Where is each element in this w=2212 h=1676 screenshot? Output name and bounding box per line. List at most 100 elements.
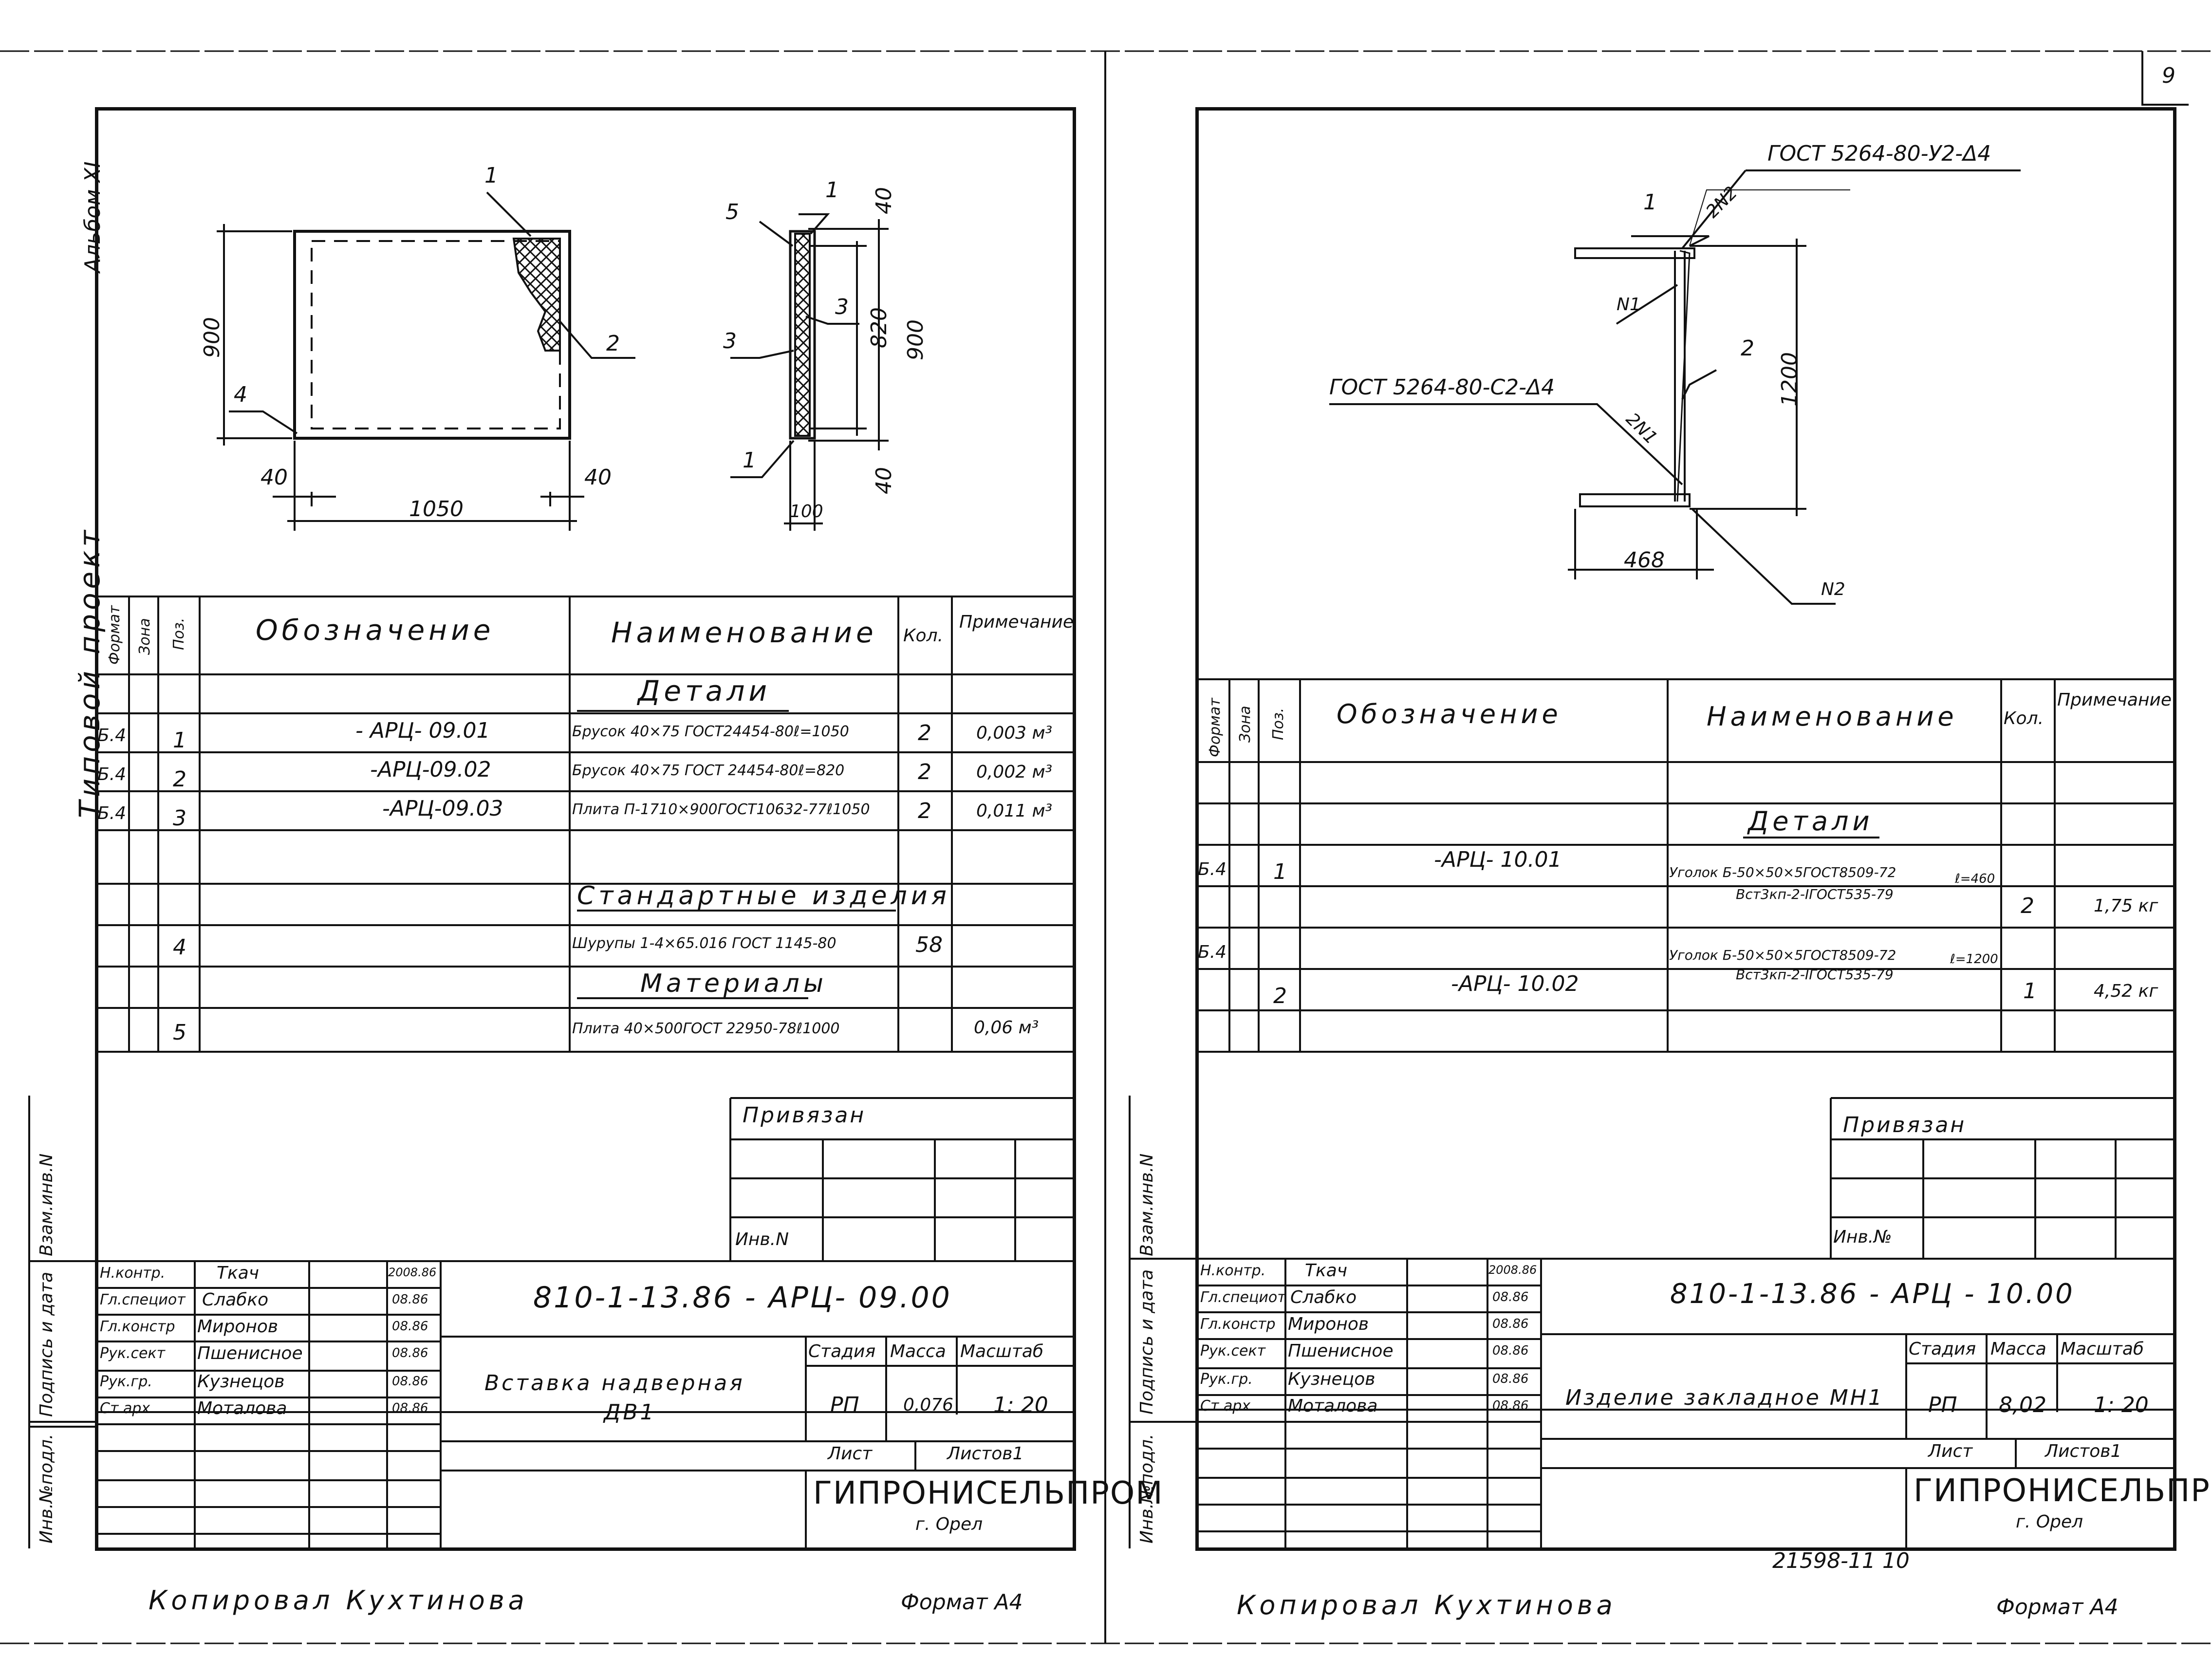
left-r1-designation: - АРЦ- 09.01 [355, 718, 490, 743]
right-callout-2: 2 [1741, 336, 1754, 361]
right-city: г. Орел [2016, 1512, 2083, 1532]
right-name-2: Слабко [1290, 1287, 1357, 1307]
left-stamp-lines [28, 1096, 1074, 1548]
right-side-inv-podl: Инв.№подл. [1137, 1434, 1157, 1544]
right-h-designation: Обозначение [1337, 699, 1562, 729]
right-date-1: 2008.86 [1488, 1263, 1537, 1277]
left-h-zone: Зона [136, 618, 153, 655]
right-role-2: Гл.специот [1200, 1289, 1286, 1306]
right-r1-pos: 1 [1273, 859, 1287, 884]
right-privyazan: Привязан [1843, 1113, 1967, 1137]
left-h-note: Примечание [959, 612, 1074, 632]
right-section-details: Детали [1748, 806, 1874, 837]
left-r3-name: Плита П-1710×900ГОСТ10632-77ℓ1050 [572, 801, 870, 818]
callout-side-5: 5 [725, 200, 739, 224]
callout-side-3-left: 3 [723, 329, 737, 354]
left-r3-qty: 2 [918, 799, 931, 823]
left-date-6: 08.86 [392, 1401, 428, 1415]
left-role-6: Ст.арх. [100, 1400, 155, 1417]
left-title-line1: Вставка надверная [484, 1371, 745, 1396]
right-r2-designation: -АРЦ- 10.02 [1451, 971, 1579, 996]
left-r1-note: 0,003 м³ [976, 723, 1053, 743]
left-dim-40-b: 40 [584, 465, 612, 490]
right-format: Формат А4 [1996, 1595, 2119, 1620]
right-stamp-lines [1129, 51, 2189, 1548]
left-panel-side-view [730, 213, 889, 531]
left-name-5: Кузнецов [197, 1372, 285, 1392]
left-section-materials: Материалы [640, 969, 827, 998]
right-role-4: Рук.сект [1200, 1342, 1266, 1359]
callout-side-3-right: 3 [835, 295, 849, 319]
left-side-signature: Подпись и дата [37, 1271, 56, 1417]
left-inv-no: Инв.N [735, 1229, 789, 1249]
left-r5-pos: 5 [173, 1020, 186, 1045]
callout-side-1-bot: 1 [743, 448, 756, 473]
right-sheets-h: Листов1 [2045, 1441, 2122, 1461]
left-dim-40-a: 40 [260, 465, 288, 490]
left-r2-designation: -АРЦ-09.02 [370, 757, 491, 782]
right-role-3: Гл.констр [1200, 1316, 1276, 1333]
left-date-3: 08.86 [392, 1319, 428, 1334]
right-stage-header: Стадия [1909, 1339, 1976, 1359]
left-r5-name: Плита 40×500ГОСТ 22950-78ℓ1000 [572, 1020, 840, 1037]
left-side-dim-100: 100 [790, 502, 823, 521]
right-gost-mid: ГОСТ 5264-80-С2-Δ4 [1329, 375, 1555, 400]
left-date-4: 08.86 [392, 1346, 428, 1360]
left-r3-pos: 3 [173, 806, 186, 831]
album-label: Альбом XI [80, 161, 105, 273]
left-r2-qty: 2 [918, 760, 931, 784]
left-scale-header: Масштаб [960, 1341, 1044, 1361]
left-h-format: Формат [106, 605, 123, 665]
left-title-line2: ДВ1 [604, 1400, 656, 1425]
left-sheets-h: Листов1 [947, 1444, 1024, 1464]
right-callout-1: 1 [1643, 190, 1657, 215]
left-date-2: 08.86 [392, 1292, 428, 1307]
right-r2-note: 4,52 кг [2094, 981, 2158, 1001]
left-format: Формат А4 [901, 1590, 1023, 1615]
left-name-4: Пшенисное [197, 1343, 303, 1363]
left-copied: Копировал Кухтинова [149, 1585, 528, 1616]
left-privyazan: Привязан [743, 1103, 866, 1128]
right-date-3: 08.86 [1492, 1317, 1529, 1331]
right-inv-no: Инв.№ [1833, 1227, 1892, 1247]
left-drawing-code: 810-1-13.86 - АРЦ- 09.00 [533, 1281, 952, 1315]
right-r1-name-b: Вст3кп-2-IГОСТ535-79 [1736, 886, 1894, 902]
left-date-5: 08.86 [392, 1374, 428, 1389]
left-r1-format: Б.4 [97, 726, 127, 745]
left-side-dim-40-bot: 40 [872, 467, 896, 494]
right-r1-designation: -АРЦ- 10.01 [1434, 847, 1562, 872]
right-mass-header: Масса [1990, 1339, 2046, 1359]
right-mass: 8,02 [1999, 1393, 2046, 1417]
right-r1-len: ℓ=460 [1955, 872, 1995, 886]
right-h-qty: Кол. [2004, 708, 2044, 728]
right-org: ГИПРОНИСЕЛЬПРОМ [1914, 1473, 2212, 1509]
right-r1-format: Б.4 [1198, 859, 1227, 879]
callout-front-4: 4 [234, 382, 247, 407]
left-r4-name: Шурупы 1-4×65.016 ГОСТ 1145-80 [572, 935, 836, 952]
right-name-6: Моталова [1288, 1396, 1378, 1416]
left-date-1: 2008.86 [388, 1266, 437, 1279]
left-panel-front-view [217, 191, 635, 531]
left-section-standard: Стандартные изделия [577, 881, 950, 911]
left-r3-format: Б.4 [97, 803, 127, 823]
left-name-2: Слабко [202, 1290, 269, 1310]
right-date-4: 08.86 [1492, 1343, 1529, 1358]
right-dim-468: 468 [1624, 548, 1665, 573]
left-side-dim-40-top: 40 [872, 187, 896, 214]
left-h-name: Наименование [611, 616, 877, 649]
right-sheet-frame [1195, 107, 2176, 1551]
left-side-dim-900: 900 [903, 319, 928, 360]
left-stage: РП [830, 1393, 859, 1417]
left-role-1: Н.контр. [100, 1265, 166, 1282]
left-sheet-frame [95, 107, 1076, 1551]
left-name-6: Моталова [197, 1398, 287, 1418]
left-scale: 1: 20 [993, 1393, 1048, 1417]
left-role-4: Рук.сект [100, 1345, 166, 1362]
right-h-zone: Зона [1237, 706, 1254, 743]
left-name-1: Ткач [217, 1263, 260, 1283]
left-r5-note: 0,06 м³ [974, 1018, 1039, 1038]
left-role-3: Гл.констр [100, 1318, 175, 1335]
right-r2-pos: 2 [1273, 984, 1287, 1008]
right-date-5: 08.86 [1492, 1372, 1529, 1386]
